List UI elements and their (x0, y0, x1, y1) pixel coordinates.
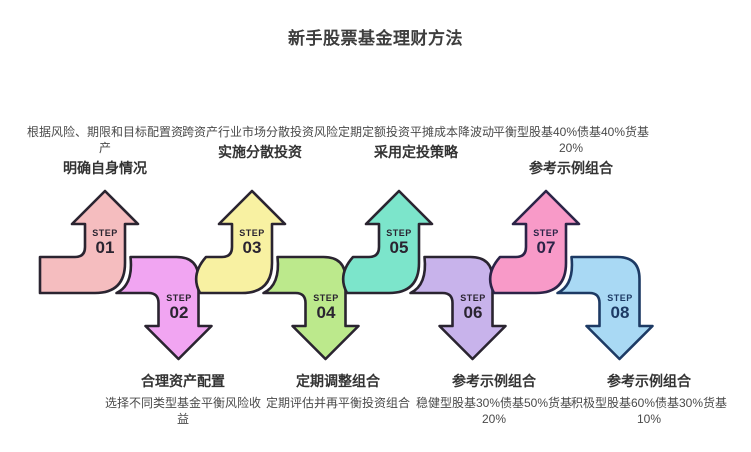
arrow-step-07 (488, 189, 581, 295)
step-description: 定期评估并再平衡投资组合 (265, 396, 410, 410)
arrow-step-03 (194, 189, 287, 295)
step-title: 采用定投策略 (374, 144, 458, 160)
step-title: 参考示例组合 (452, 373, 536, 389)
step-title: 参考示例组合 (607, 373, 691, 389)
step-text-05: 定期定额投资平摊成本降波动 采用定投策略 (336, 124, 496, 162)
step-text-08: 参考示例组合 积极型股基60%债基30%货基10% (569, 372, 729, 427)
step-description: 跨资产行业市场分散投资风险 (181, 125, 338, 139)
step-description: 积极型股基60%债基30%货基10% (570, 396, 728, 426)
step-description: 稳健型股基30%债基50%货基20% (415, 396, 573, 426)
step-text-07: 平衡型股基40%债基40%货基20% 参考示例组合 (491, 124, 651, 178)
step-description: 平衡型股基40%债基40%货基20% (492, 125, 650, 155)
step-text-01: 根据风险、期限和目标配置资产 明确自身情况 (25, 124, 185, 178)
page-title: 新手股票基金理财方法 (288, 29, 463, 48)
step-title: 定期调整组合 (296, 373, 380, 389)
step-title: 参考示例组合 (529, 160, 613, 176)
arrow-step-05 (341, 189, 434, 295)
step-description: 定期定额投资平摊成本降波动 (337, 125, 494, 139)
step-text-02: 合理资产配置 选择不同类型基金平衡风险收益 (103, 372, 263, 427)
step-text-03: 跨资产行业市场分散投资风险 实施分散投资 (180, 124, 340, 162)
arrow-step-04 (262, 255, 360, 361)
step-title: 合理资产配置 (141, 373, 225, 389)
step-description: 选择不同类型基金平衡风险收益 (104, 396, 261, 426)
arrow-step-08 (556, 255, 654, 361)
arrow-step-01 (38, 189, 140, 295)
step-title: 明确自身情况 (63, 160, 147, 176)
step-title: 实施分散投资 (218, 144, 302, 160)
step-text-06: 参考示例组合 稳健型股基30%债基50%货基20% (414, 372, 574, 427)
step-text-04: 定期调整组合 定期评估并再平衡投资组合 (258, 372, 418, 411)
arrow-step-02 (115, 255, 213, 361)
arrow-step-06 (409, 255, 507, 361)
step-description: 根据风险、期限和目标配置资产 (26, 125, 183, 155)
